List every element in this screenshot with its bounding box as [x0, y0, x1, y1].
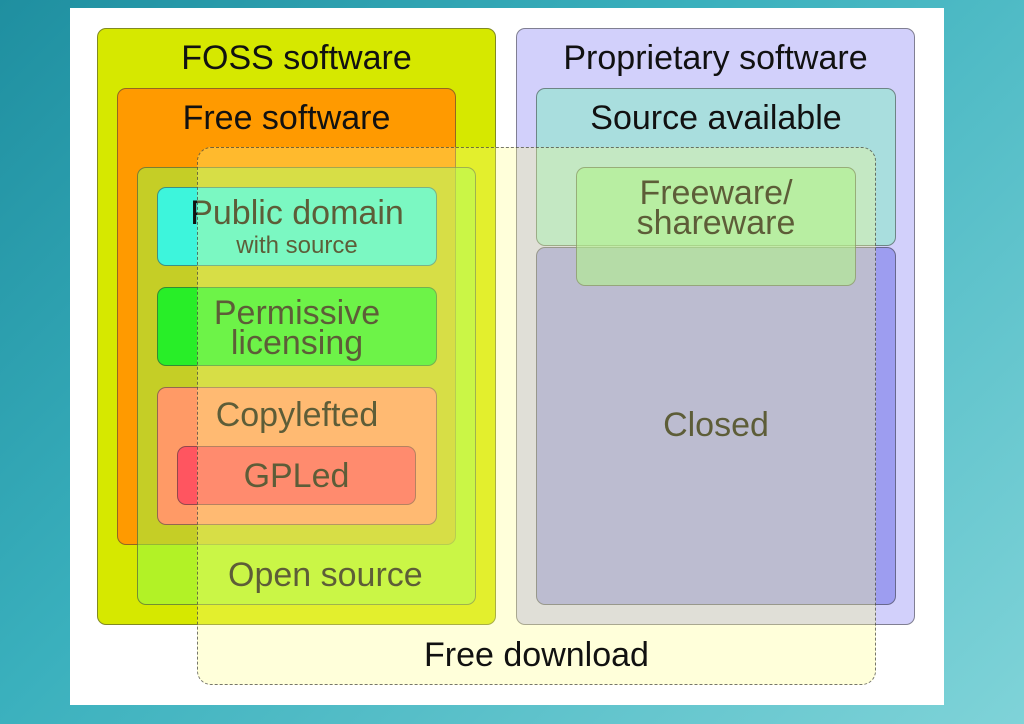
- closed-label: Closed: [663, 406, 769, 444]
- public-domain-label: Public domain: [190, 194, 404, 232]
- public-domain-sublabel: with source: [236, 232, 358, 259]
- freeware-shareware-set: Freeware/ shareware: [576, 167, 856, 286]
- permissive-label: Permissive: [213, 294, 381, 332]
- open-source-label: Open source: [228, 556, 423, 594]
- permissive-label-2: licensing: [230, 324, 364, 362]
- proprietary-label: Proprietary software: [563, 39, 868, 77]
- foss-label: FOSS software: [181, 39, 412, 77]
- source-available-label: Source available: [590, 99, 842, 137]
- gpled-label: GPLed: [243, 457, 350, 495]
- freeware-label: Freeware/: [639, 174, 793, 212]
- copylefted-label: Copylefted: [215, 396, 379, 434]
- permissive-set: Permissive licensing: [157, 287, 437, 366]
- gpled-set: GPLed: [177, 446, 416, 505]
- freeware-label-2: shareware: [636, 204, 796, 242]
- closed-set: Closed: [536, 247, 896, 605]
- free-software-label: Free software: [182, 99, 391, 137]
- public-domain-set: Public domain with source: [157, 187, 437, 266]
- free-download-label: Free download: [424, 636, 649, 674]
- free-download-set: Free download: [197, 147, 876, 685]
